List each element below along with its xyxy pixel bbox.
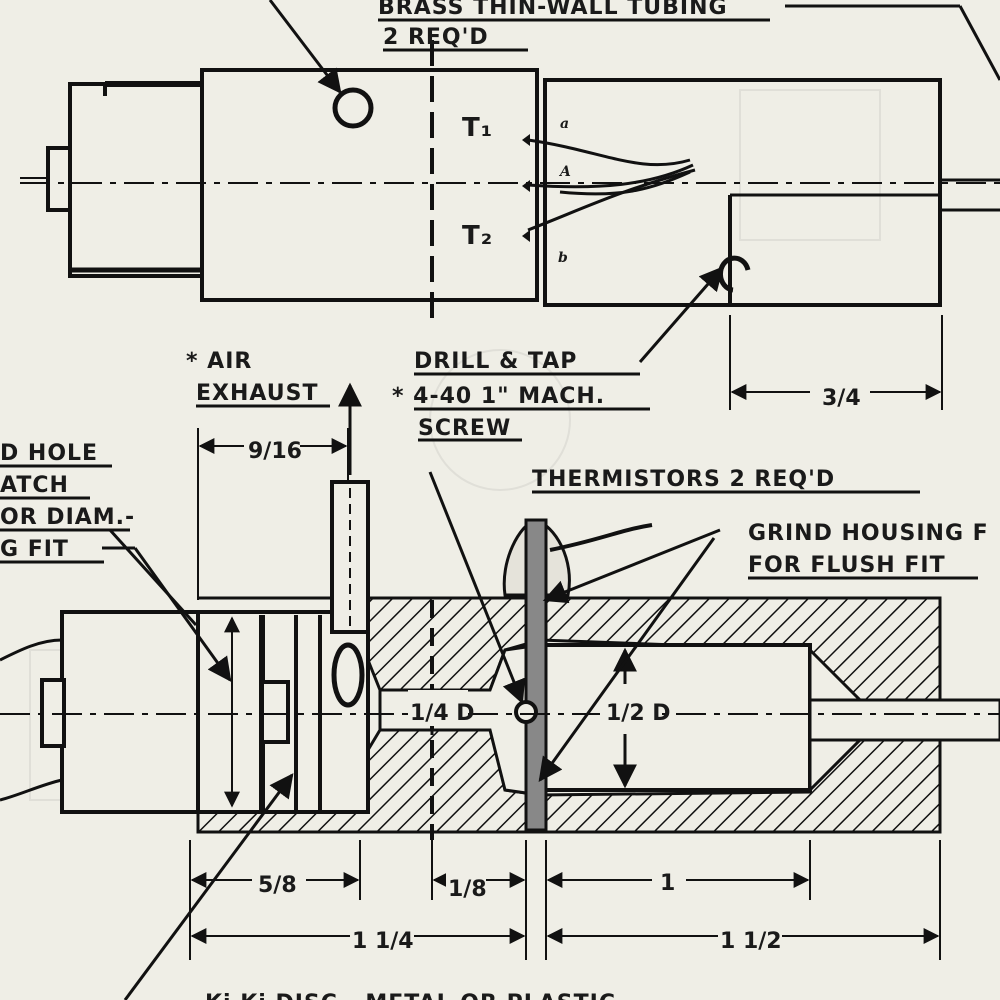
dim-3-4: 3/4 (822, 386, 861, 411)
left-end-tab (46, 146, 72, 212)
air-exhaust-line1: * AIR (186, 349, 252, 374)
hole-line2: ATCH (0, 473, 69, 498)
t1-label: T₁ (462, 113, 493, 143)
grind-line1: GRIND HOUSING F (748, 521, 989, 546)
air-exhaust-line2: EXHAUST (196, 381, 318, 406)
left-cylinder (68, 82, 204, 278)
dim-1: 1 (660, 871, 675, 896)
wire-A-label: A (558, 164, 571, 180)
dim-1-8: 1/8 (448, 877, 487, 902)
thermistor-bead (514, 700, 538, 724)
wire-a-label: a (560, 116, 569, 132)
housing-right (543, 78, 942, 307)
dim-1-1-4: 1 1/4 (352, 929, 414, 954)
t2-label: T₂ (462, 221, 493, 251)
dimensions: 9/16 5/8 1/8 1 1 1/4 1 1/2 (189, 426, 941, 960)
dim-9-16: 9/16 (248, 439, 302, 464)
outlet-tube (808, 698, 1000, 742)
hole-line1: D HOLE (0, 441, 98, 466)
wire-b-label: b (558, 250, 568, 266)
drill-tap-line3: SCREW (418, 416, 511, 441)
section-view: 1/2 D 1/4 D (0, 382, 1000, 1000)
top-note: BRASS THIN-WALL TUBING (378, 0, 728, 20)
grind-line2: FOR FLUSH FIT (748, 553, 946, 578)
tubing-hole (332, 87, 374, 129)
left-cylinder-section (60, 610, 200, 814)
half-inch-bore (538, 643, 812, 792)
dim-1-1-2: 1 1/2 (720, 929, 782, 954)
thermistor-probe (524, 518, 548, 832)
drill-tap-line1: DRILL & TAP (414, 349, 577, 374)
dim-half-dia: 1/2 D (606, 701, 671, 726)
top-view: T₁ T₂ a A b 3/4 (20, 0, 1000, 412)
bottom-note: Ki Ki DISC - METAL OR PLASTIC (205, 991, 616, 1000)
thermistors-label: THERMISTORS 2 REQ'D (532, 467, 835, 492)
hole-line3: OR DIAM.- (0, 505, 135, 530)
tap-hole (717, 255, 751, 293)
drill-tap-line2: * 4-40 1" MACH. (392, 384, 605, 409)
hole-line4: G FIT (0, 537, 69, 562)
dim-quarter-dia: 1/4 D (410, 701, 475, 726)
top-note-qty: 2 REQ'D (383, 25, 489, 50)
dim-5-8: 5/8 (258, 873, 297, 898)
